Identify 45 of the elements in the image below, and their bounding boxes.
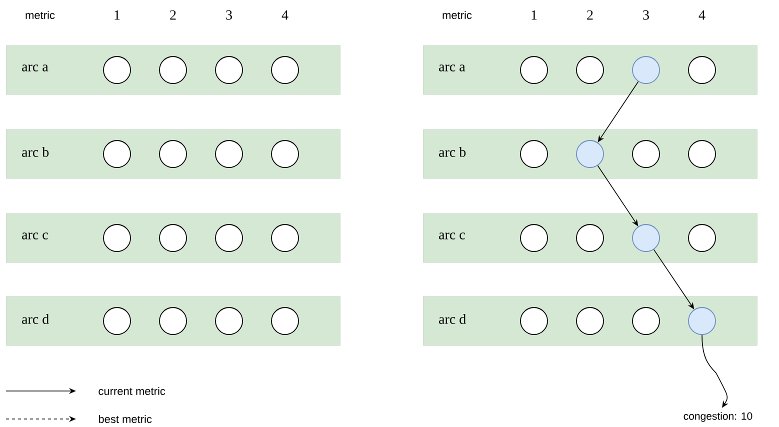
column-header: metric: [26, 10, 55, 20]
circle-marker: [271, 140, 299, 168]
column-number: 4: [282, 10, 288, 20]
circle-marker: [103, 224, 131, 252]
circle-marker: [159, 140, 187, 168]
circle-marker: [215, 224, 243, 252]
circle-marker: [159, 307, 187, 335]
column-header: metric: [442, 10, 472, 20]
circle-marker: [688, 307, 716, 335]
column-number: 2: [170, 10, 176, 20]
circle-marker: [159, 56, 187, 84]
circle-marker: [688, 224, 716, 252]
circle-marker: [520, 140, 548, 168]
circle-marker: [576, 140, 604, 168]
circle-marker: [576, 224, 604, 252]
circle-marker: [103, 140, 131, 168]
legend-text: current metric: [98, 386, 166, 396]
circle-marker: [520, 56, 548, 84]
column-number: 3: [643, 10, 649, 20]
circle-marker: [271, 307, 299, 335]
circle-marker: [271, 56, 299, 84]
circle-marker: [520, 224, 548, 252]
circle-marker: [215, 56, 243, 84]
column-number: 3: [226, 10, 232, 20]
result-text: congestion: 10: [684, 412, 752, 422]
circle-marker: [576, 56, 604, 84]
circle-marker: [576, 307, 604, 335]
circle-marker: [215, 307, 243, 335]
circle-marker: [271, 224, 299, 252]
column-number: 2: [587, 10, 593, 20]
circle-marker: [688, 140, 716, 168]
circle-marker: [632, 56, 660, 84]
legend-text: best metric: [98, 414, 152, 424]
circle-marker: [103, 56, 131, 84]
circle-marker: [103, 307, 131, 335]
circle-marker: [632, 307, 660, 335]
circle-marker: [215, 140, 243, 168]
column-number: 4: [698, 10, 706, 20]
circle-marker: [632, 140, 660, 168]
column-number: 1: [114, 10, 120, 20]
circle-marker: [159, 224, 187, 252]
column-number: 1: [532, 10, 537, 20]
circle-marker: [632, 224, 660, 252]
circle-marker: [688, 56, 716, 84]
circle-marker: [520, 307, 548, 335]
